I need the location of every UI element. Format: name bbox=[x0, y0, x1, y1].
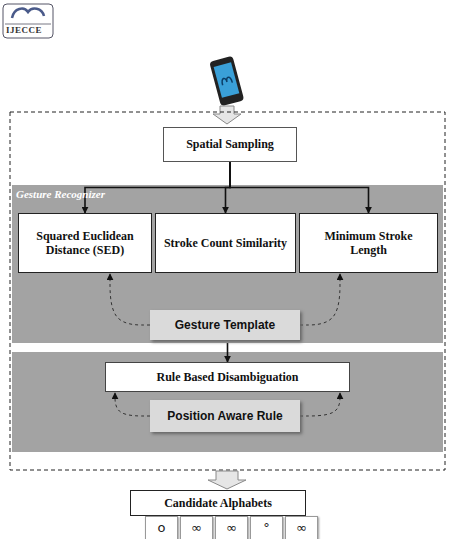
node-text: Minimum Stroke Length bbox=[305, 229, 432, 258]
node-text: ° bbox=[263, 520, 270, 536]
node-text: o bbox=[158, 520, 166, 536]
phone-icon bbox=[209, 56, 244, 107]
flow-arrow bbox=[227, 343, 229, 362]
alphabet-cell: ∞ bbox=[285, 516, 318, 539]
phone-body bbox=[209, 56, 244, 107]
system-boundary bbox=[10, 112, 445, 470]
process-box: Rule Based Disambiguation bbox=[105, 362, 350, 392]
band-heading: Gesture Recognizer bbox=[16, 188, 105, 201]
alphabet-cell: ∞ bbox=[215, 516, 248, 539]
process-box: Spatial Sampling bbox=[163, 127, 297, 162]
band-fill bbox=[12, 185, 443, 343]
block-arrow bbox=[213, 106, 241, 124]
node-text: Candidate Alphabets bbox=[164, 496, 272, 510]
phone-glyph bbox=[221, 77, 232, 86]
node-text: ∞ bbox=[296, 520, 307, 536]
node-text: Spatial Sampling bbox=[186, 137, 274, 151]
process-box: Stroke Count Similarity bbox=[155, 213, 296, 273]
node-text: Rule Based Disambiguation bbox=[156, 370, 298, 384]
flow-arrow bbox=[85, 162, 230, 213]
node-text: ∞ bbox=[191, 520, 202, 536]
alphabet-cell: o bbox=[145, 516, 178, 539]
dashed-feedback-arrow bbox=[300, 393, 340, 416]
dashed-feedback-arrow bbox=[300, 274, 340, 325]
dashed-feedback-arrow bbox=[115, 393, 150, 416]
process-box: Squared Euclidean Distance (SED) bbox=[18, 213, 152, 273]
journal-logo-text: IJECCE bbox=[6, 25, 42, 35]
logo-rule bbox=[5, 24, 51, 25]
alphabet-cell: ° bbox=[250, 516, 283, 539]
node-text: Position Aware Rule bbox=[167, 409, 282, 423]
logo-frame bbox=[3, 4, 53, 38]
node-text: Squared Euclidean Distance (SED) bbox=[24, 229, 146, 258]
block-arrow bbox=[208, 471, 246, 489]
template-box: Position Aware Rule bbox=[150, 400, 300, 432]
flow-arrow bbox=[230, 162, 369, 213]
node-text: Stroke Count Similarity bbox=[164, 236, 287, 250]
template-box: Gesture Template bbox=[150, 310, 300, 340]
dashed-feedback-arrow bbox=[110, 274, 150, 325]
recognizer-band: Gesture RecognizerSquared Euclidean Dist… bbox=[12, 185, 443, 343]
alphabet-cell: ∞ bbox=[180, 516, 213, 539]
process-box: Minimum Stroke Length bbox=[299, 213, 438, 273]
logo-swoosh bbox=[12, 9, 44, 18]
output-box: Candidate Alphabets bbox=[130, 490, 306, 516]
disambiguation-band bbox=[12, 352, 443, 452]
node-text: ∞ bbox=[226, 520, 237, 536]
phone-screen bbox=[214, 62, 240, 98]
journal-logo bbox=[3, 4, 53, 38]
node-text: Gesture Template bbox=[175, 318, 275, 332]
